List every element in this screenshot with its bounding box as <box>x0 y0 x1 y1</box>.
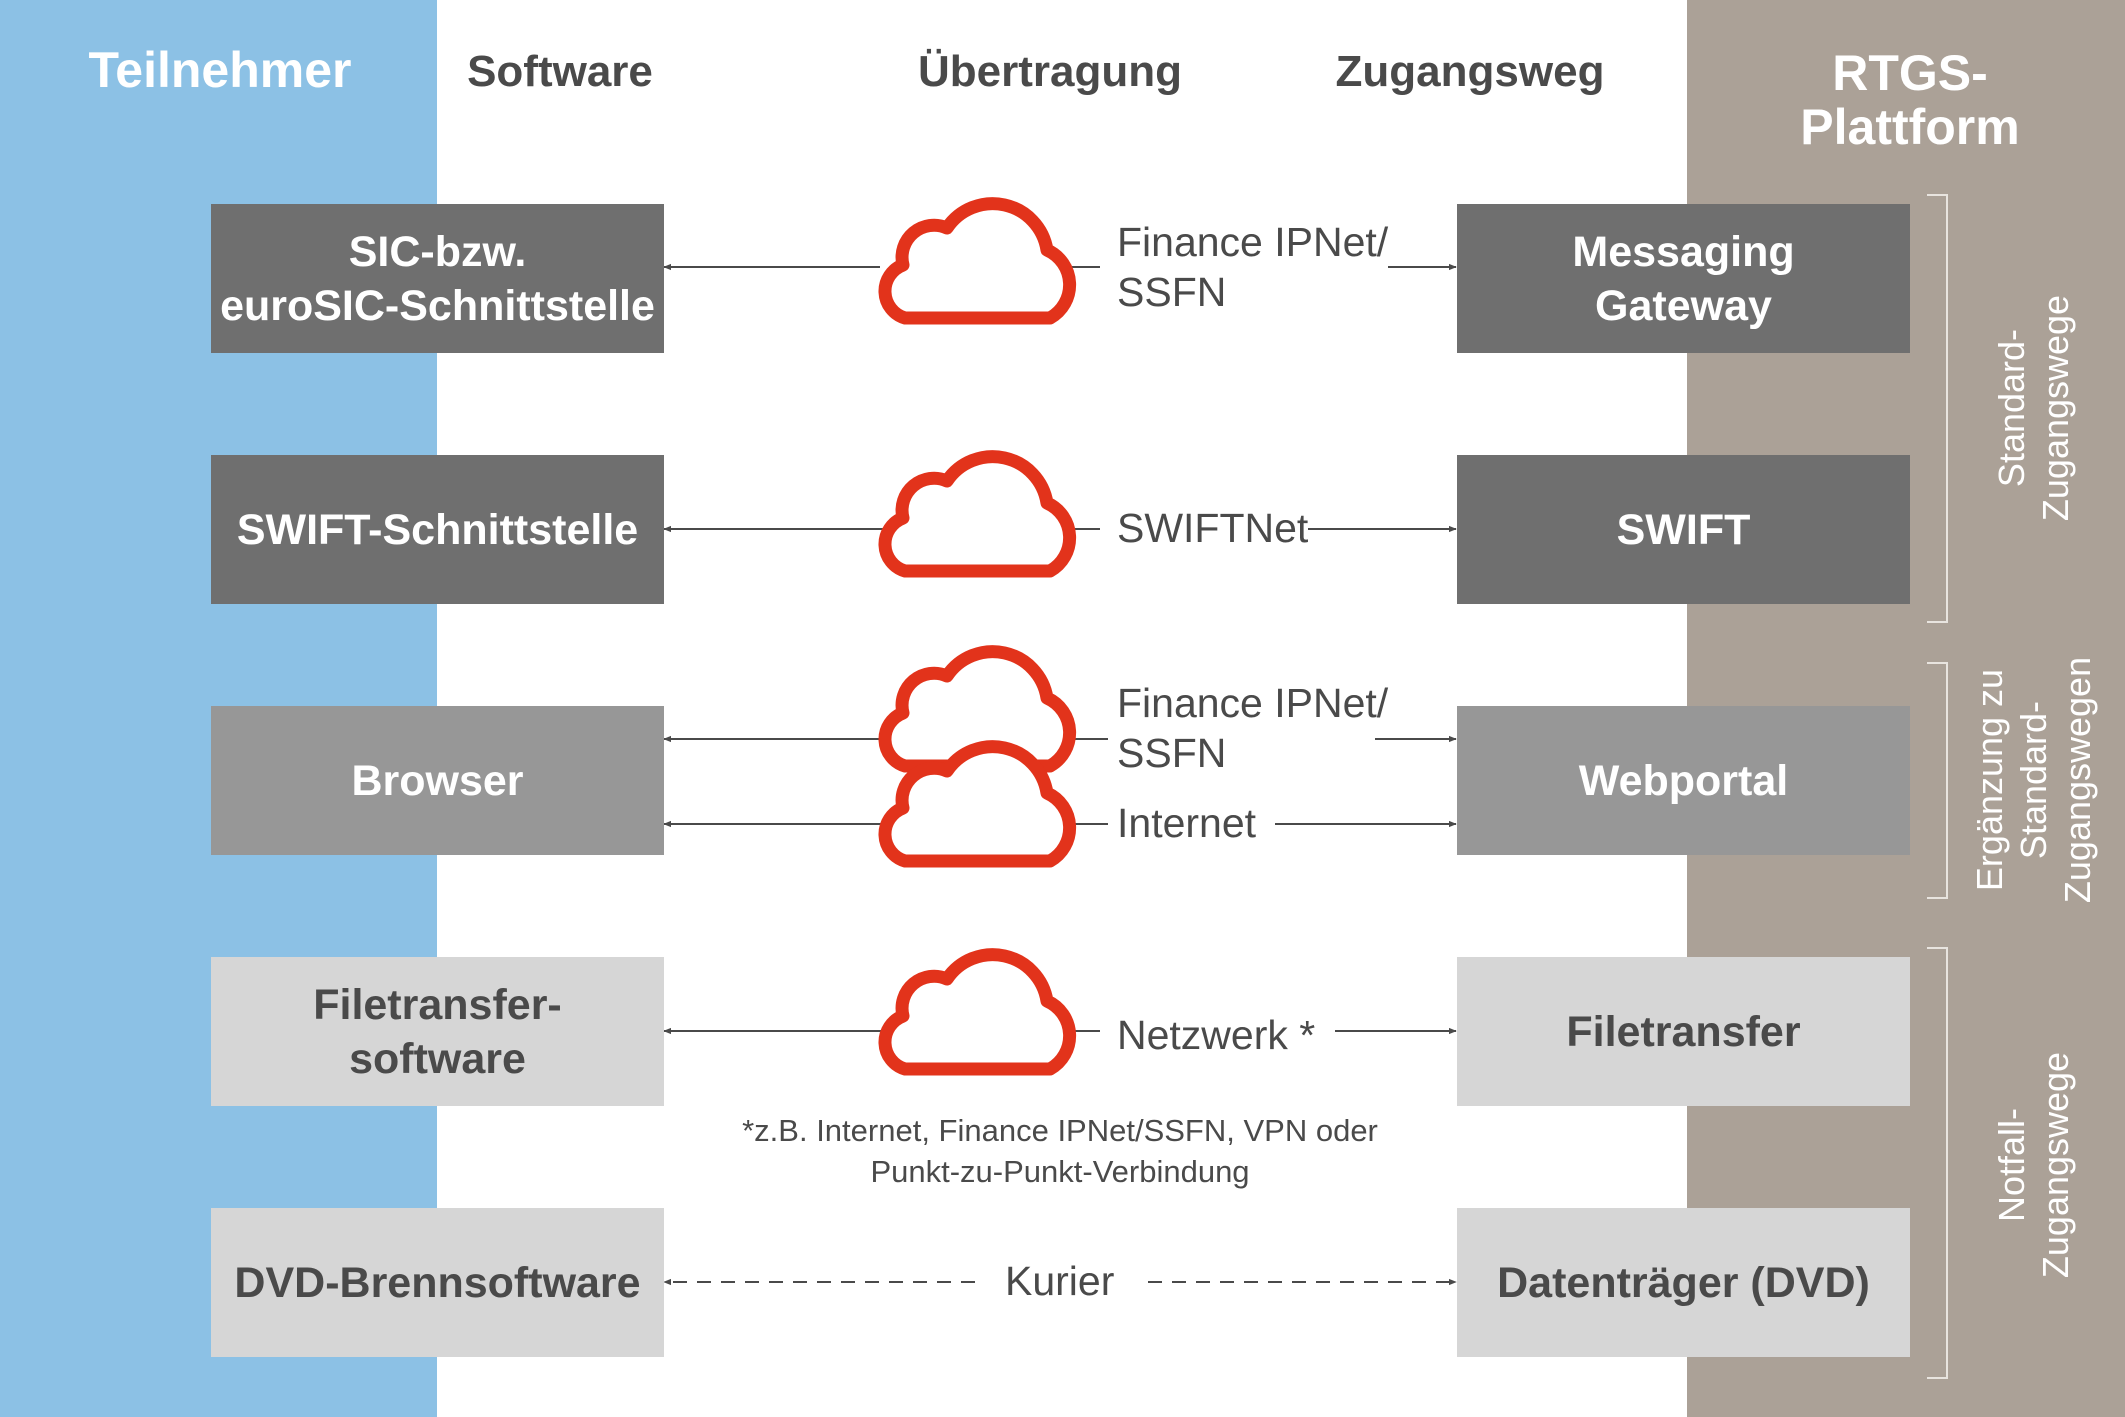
access-box-messaging-gateway: Messaging Gateway <box>1457 204 1910 353</box>
connection-label-row-2: SWIFTNet <box>1117 505 1309 551</box>
connection-label-row-3-internet: Internet <box>1117 800 1257 846</box>
software-box-filetransfer: Filetransfer- software <box>211 957 664 1106</box>
group-brackets <box>1927 194 1948 1379</box>
software-box-browser: Browser <box>211 706 664 855</box>
connector-row-2 <box>663 457 1457 571</box>
footnote: *z.B. Internet, Finance IPNet/SSFN, VPN … <box>742 1113 1378 1189</box>
cloud-icon <box>885 955 1070 1069</box>
access-box-webportal: Webportal <box>1457 706 1910 855</box>
access-box-dvd: Datenträger (DVD) <box>1457 1208 1910 1357</box>
connection-label-row-3: Finance IPNet/ SSFN <box>1117 680 1389 776</box>
software-box-swift: SWIFT-Schnittstelle <box>211 455 664 604</box>
connector-row-4 <box>663 955 1457 1069</box>
connector-row-1 <box>663 204 1457 318</box>
column-header-software: Software <box>467 47 653 96</box>
software-box-sic: SIC-bzw. euroSIC-Schnittstelle <box>211 204 664 353</box>
connection-label-row-1: Finance IPNet/ SSFN <box>1117 219 1389 315</box>
connector-row-3 <box>663 652 1457 861</box>
connection-label-row-5: Kurier <box>1005 1258 1115 1304</box>
column-header-transmission: Übertragung <box>918 47 1182 96</box>
column-header-rtgs-platform: RTGS- Plattform <box>1800 45 2020 155</box>
column-header-participants: Teilnehmer <box>88 42 352 98</box>
cloud-icon <box>885 457 1070 571</box>
access-box-swift: SWIFT <box>1457 455 1910 604</box>
software-box-dvd: DVD-Brennsoftware <box>211 1208 664 1357</box>
column-header-access-route: Zugangsweg <box>1335 47 1605 96</box>
cloud-icon <box>885 204 1070 318</box>
access-box-filetransfer: Filetransfer <box>1457 957 1910 1106</box>
connection-label-row-4: Netzwerk * <box>1117 1012 1316 1058</box>
